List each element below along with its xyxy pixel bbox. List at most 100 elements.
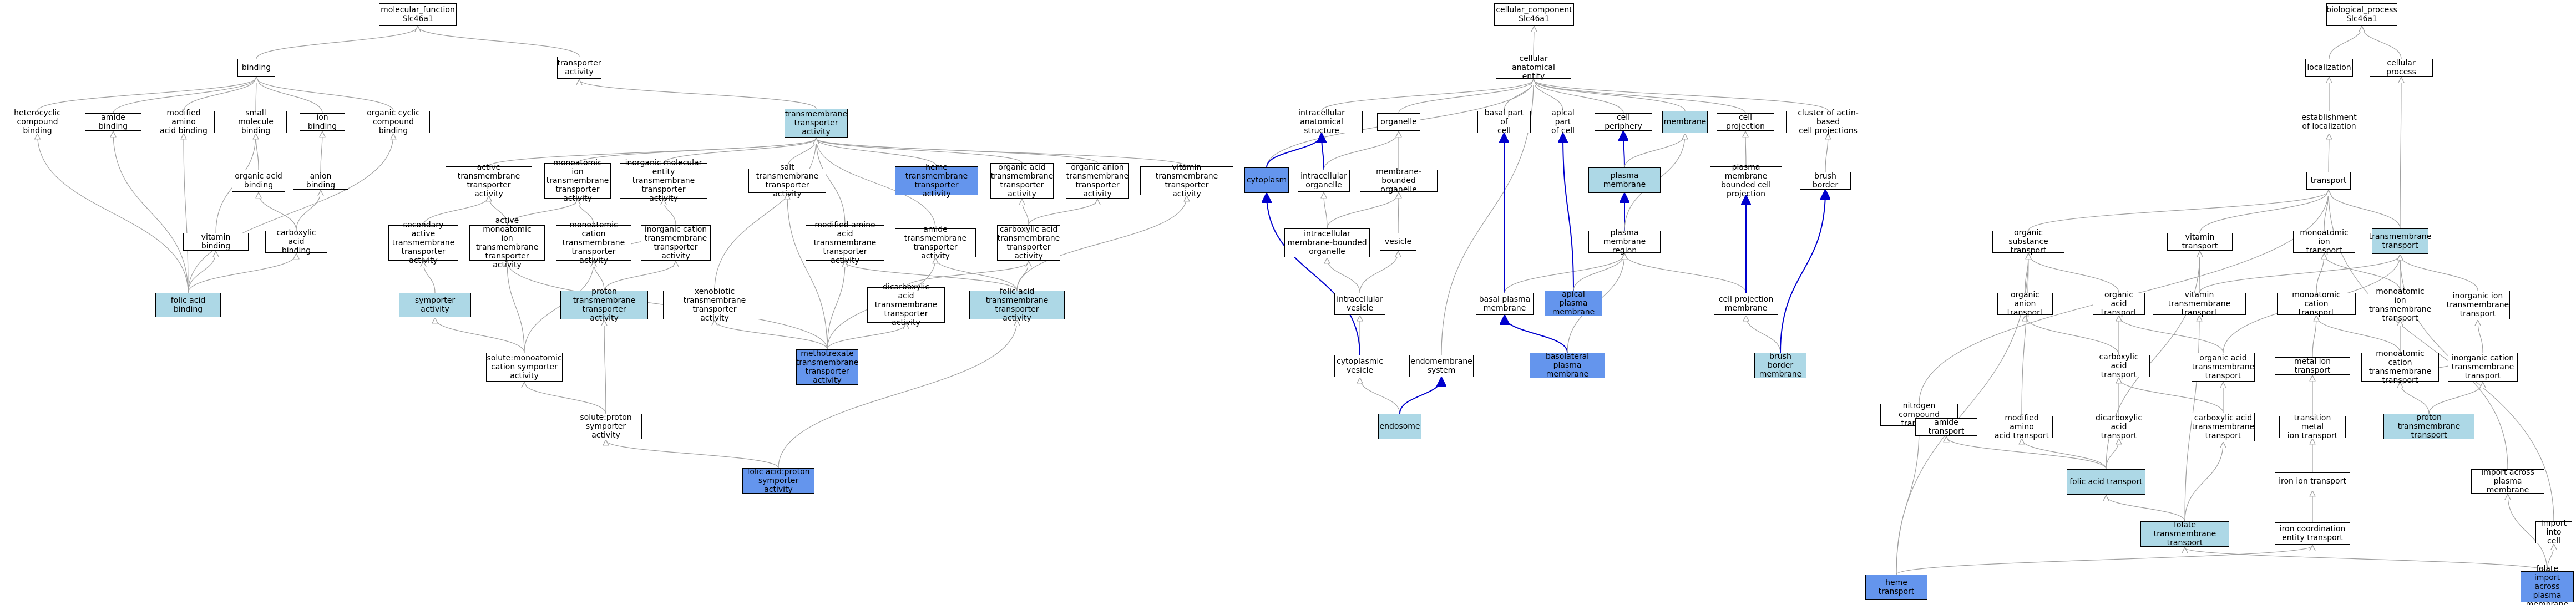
node-cell-projection[interactable]: cell projection (1717, 113, 1774, 131)
node-amide-binding[interactable]: amide binding (85, 113, 141, 131)
node-modified-amino-acid-transport[interactable]: modified amino acid transport (1991, 414, 2053, 440)
node-intracellular-vesicle[interactable]: intracellular vesicle (1334, 293, 1385, 315)
node-folate-transmembrane-transport[interactable]: folate transmembrane transport (2140, 521, 2229, 547)
node-folic-acid-proton-symporter-activity[interactable]: folic acid:proton symporter activity (742, 467, 814, 494)
node-endosome[interactable]: endosome (1378, 414, 1421, 439)
node-plasma-membrane-bounded-cell-projection[interactable]: plasma membrane bounded cell projection (1710, 163, 1782, 199)
node-folic-acid-transport[interactable]: folic acid transport (2067, 469, 2145, 495)
node-monoatomic-cation-transmembrane-transport[interactable]: monoatomic cation transmembrane transpor… (2361, 349, 2439, 385)
node-cell-periphery[interactable]: cell periphery (1595, 113, 1652, 131)
node-methotrexate-transmembrane-transporter-activity[interactable]: methotrexate transmembrane transporter a… (796, 349, 859, 385)
node-organic-substance-transport[interactable]: organic substance transport (1992, 228, 2064, 255)
node-transport[interactable]: transport (2306, 172, 2351, 190)
node-endomembrane-system[interactable]: endomembrane system (1409, 355, 1474, 377)
node-organic-acid-binding[interactable]: organic acid binding (232, 170, 285, 192)
node-xenobiotic-transmembrane-transporter-activity[interactable]: xenobiotic transmembrane transporter act… (663, 287, 766, 323)
node-bp-root[interactable]: biological_process Slc46a1 (2326, 3, 2397, 26)
node-amide-transport[interactable]: amide transport (1915, 418, 1977, 436)
node-monoatomic-ion-transmembrane-transport[interactable]: monoatomic ion transmembrane transport (2368, 287, 2432, 323)
node-salt-transmembrane-transporter-activity[interactable]: salt transmembrane transporter activity (748, 163, 826, 199)
node-folate-import-across-plasma-membrane[interactable]: folate import across plasma membrane (2521, 565, 2574, 605)
node-cellular-anatomical-entity[interactable]: cellular anatomical entity (1496, 54, 1571, 81)
node-iron-ion-transport[interactable]: iron ion transport (2275, 472, 2350, 490)
node-anion-binding[interactable]: anion binding (293, 172, 348, 190)
node-solute-monoatomic-cation-symporter-activity[interactable]: solute:monoatomic cation symporter activ… (486, 353, 563, 382)
node-import-into-cell[interactable]: import into cell (2535, 519, 2572, 546)
node-transmembrane-transport[interactable]: transmembrane transport (2369, 228, 2431, 254)
node-brush-border[interactable]: brush border (1800, 172, 1851, 190)
node-amide-transmembrane-transporter-activity[interactable]: amide transmembrane transporter activity (895, 225, 976, 261)
node-inorganic-cation-transmembrane-transport[interactable]: inorganic cation transmembrane transport (2448, 353, 2518, 382)
node-vitamin-transmembrane-transport[interactable]: vitamin transmembrane transport (2153, 291, 2246, 317)
node-transporter-activity[interactable]: transporter activity (557, 57, 601, 79)
node-iron-coordination-entity-transport[interactable]: iron coordination entity transport (2275, 522, 2350, 545)
node-cytoplasm[interactable]: cytoplasm (1244, 167, 1289, 193)
node-vitamin-transport[interactable]: vitamin transport (2167, 233, 2233, 251)
node-monoatomic-ion-transmembrane-transporter-activity[interactable]: monoatomic ion transmembrane transporter… (544, 159, 611, 203)
node-heterocyclic-compound-binding[interactable]: heterocyclic compound binding (3, 109, 72, 135)
node-active-monoatomic-ion-transmembrane-transporter-activity[interactable]: active monoatomic ion transmembrane tran… (469, 216, 545, 270)
node-cluster-of-actin-based-cell-projections[interactable]: cluster of actin-based cell projections (1786, 109, 1870, 135)
node-organic-acid-transmembrane-transport[interactable]: organic acid transmembrane transport (2192, 353, 2255, 382)
node-basal-part-of-cell[interactable]: basal part of cell (1477, 109, 1531, 135)
node-apical-part-of-cell[interactable]: apical part of cell (1541, 109, 1585, 135)
node-intracellular-organelle[interactable]: intracellular organelle (1298, 170, 1350, 192)
node-modified-amino-acid-transmembrane-transporter-activity[interactable]: modified amino acid transmembrane transp… (806, 221, 884, 265)
node-symporter-activity[interactable]: symporter activity (399, 293, 471, 317)
node-plasma-membrane[interactable]: plasma membrane (1588, 167, 1661, 193)
node-folic-acid-transmembrane-transporter-activity[interactable]: folic acid transmembrane transporter act… (969, 287, 1065, 323)
node-carboxylic-acid-transport[interactable]: carboxylic acid transport (2088, 353, 2150, 379)
node-monoatomic-ion-transport[interactable]: monoatomic ion transport (2293, 228, 2355, 255)
node-active-transmembrane-transporter-activity[interactable]: active transmembrane transporter activit… (446, 163, 532, 199)
node-membrane[interactable]: membrane (1662, 111, 1708, 133)
node-ion-binding[interactable]: ion binding (300, 113, 345, 131)
node-organic-acid-transport[interactable]: organic acid transport (2093, 291, 2145, 317)
node-inorganic-molecular-entity-transmembrane-transporter-activity[interactable]: inorganic molecular entity transmembrane… (620, 159, 707, 203)
node-monoatomic-cation-transport[interactable]: monoatomic cation transport (2277, 291, 2356, 317)
node-heme-transport[interactable]: heme transport (1865, 575, 1927, 600)
node-carboxylic-acid-transmembrane-transporter-activity[interactable]: carboxylic acid transmembrane transporte… (997, 225, 1060, 261)
node-binding[interactable]: binding (237, 59, 275, 77)
node-organic-cyclic-compound-binding[interactable]: organic cyclic compound binding (357, 109, 430, 135)
node-organelle[interactable]: organelle (1377, 113, 1420, 131)
node-intracellular-membrane-bounded-organelle[interactable]: intracellular membrane-bounded organelle (1284, 228, 1370, 257)
node-organic-acid-transmembrane-transporter-activity[interactable]: organic acid transmembrane transporter a… (990, 163, 1054, 199)
node-modified-amino-acid-binding[interactable]: modified amino acid binding (153, 109, 215, 135)
node-localization[interactable]: localization (2305, 59, 2353, 77)
node-brush-border-membrane[interactable]: brush border membrane (1754, 352, 1806, 379)
node-establishment-of-localization[interactable]: establishment of localization (2301, 111, 2357, 133)
node-apical-plasma-membrane[interactable]: apical plasma membrane (1545, 290, 1602, 317)
node-secondary-active-transmembrane-transporter-activity[interactable]: secondary active transmembrane transport… (388, 221, 458, 265)
node-cc-root[interactable]: cellular_component Slc46a1 (1494, 3, 1574, 26)
node-vesicle[interactable]: vesicle (1380, 233, 1416, 251)
node-plasma-membrane-region[interactable]: plasma membrane region (1588, 228, 1661, 255)
node-small-molecule-binding[interactable]: small molecule binding (225, 109, 287, 135)
node-organic-anion-transport[interactable]: organic anion transport (1997, 291, 2053, 317)
node-solute-proton-symporter-activity[interactable]: solute:proton symporter activity (570, 413, 642, 440)
node-carboxylic-acid-transmembrane-transport[interactable]: carboxylic acid transmembrane transport (2192, 413, 2255, 441)
node-import-across-plasma-membrane[interactable]: import across plasma membrane (2471, 468, 2544, 495)
node-vitamin-binding[interactable]: vitamin binding (183, 233, 249, 251)
node-dicarboxylic-acid-transmembrane-transporter-activity[interactable]: dicarboxylic acid transmembrane transpor… (867, 283, 945, 327)
node-monoatomic-cation-transmembrane-transporter-activity[interactable]: monoatomic cation transmembrane transpor… (556, 221, 631, 265)
node-proton-transmembrane-transport[interactable]: proton transmembrane transport (2383, 413, 2474, 440)
node-vitamin-transmembrane-transporter-activity[interactable]: vitamin transmembrane transporter activi… (1140, 163, 1233, 199)
node-mf-root[interactable]: molecular_function Slc46a1 (379, 3, 457, 26)
node-basolateral-plasma-membrane[interactable]: basolateral plasma membrane (1530, 352, 1605, 379)
node-metal-ion-transport[interactable]: metal ion transport (2275, 357, 2350, 375)
node-cellular-process[interactable]: cellular process (2370, 59, 2433, 77)
node-inorganic-ion-transmembrane-transport[interactable]: inorganic ion transmembrane transport (2446, 291, 2510, 319)
node-transmembrane-transporter-activity[interactable]: transmembrane transporter activity (785, 109, 848, 138)
node-proton-transmembrane-transporter-activity[interactable]: proton transmembrane transporter activit… (560, 287, 648, 323)
node-carboxylic-acid-binding[interactable]: carboxylic acid binding (265, 228, 327, 255)
node-cytoplasmic-vesicle[interactable]: cytoplasmic vesicle (1334, 355, 1385, 377)
node-dicarboxylic-acid-transport[interactable]: dicarboxylic acid transport (2091, 414, 2147, 440)
node-intracellular-anatomical-structure[interactable]: intracellular anatomical structure (1281, 109, 1363, 135)
node-heme-transmembrane-transporter-activity[interactable]: heme transmembrane transporter activity (895, 163, 978, 199)
node-organic-anion-transmembrane-transporter-activity[interactable]: organic anion transmembrane transporter … (1066, 163, 1129, 199)
node-folic-acid-binding[interactable]: folic acid binding (155, 293, 221, 317)
node-transition-metal-ion-transport[interactable]: transition metal ion transport (2279, 414, 2346, 440)
node-inorganic-cation-transmembrane-transporter-activity[interactable]: inorganic cation transmembrane transport… (641, 225, 711, 261)
node-membrane-bounded-organelle[interactable]: membrane-bounded organelle (1360, 167, 1438, 194)
node-cell-projection-membrane[interactable]: cell projection membrane (1714, 293, 1778, 315)
